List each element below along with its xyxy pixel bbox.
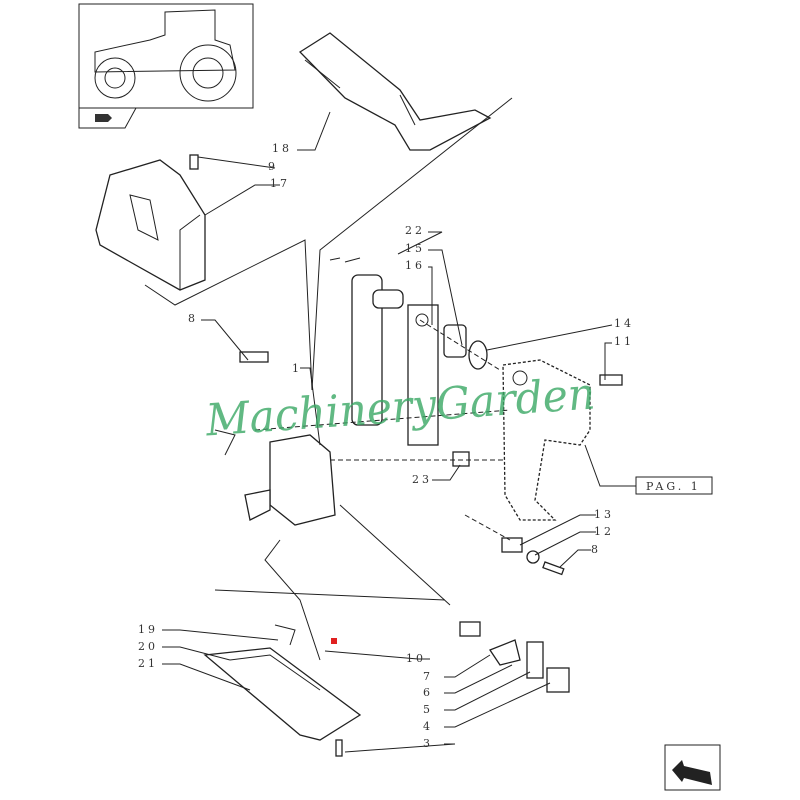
callout-3: 3 xyxy=(423,737,433,750)
callout-5: 5 xyxy=(423,703,433,716)
callout-10: 10 xyxy=(406,652,426,665)
part-bracket xyxy=(502,359,623,521)
callout-20: 20 xyxy=(138,640,158,653)
part-cable xyxy=(264,539,321,661)
part-handle xyxy=(329,257,488,467)
callout-13: 13 xyxy=(594,508,614,521)
page-arrow-icon xyxy=(95,114,112,122)
callout-19: 19 xyxy=(138,623,158,636)
red-marker xyxy=(331,638,337,644)
part-pedal xyxy=(203,624,362,757)
callout-15: 15 xyxy=(405,242,425,255)
callout-14: 14 xyxy=(614,317,634,330)
callout-17: 17 xyxy=(270,177,290,190)
page-back-arrow-icon xyxy=(672,760,712,785)
part-floor-mat xyxy=(298,32,492,151)
tractor-thumbnail[interactable] xyxy=(78,3,254,129)
callout-23: 23 xyxy=(412,473,432,486)
part-lock xyxy=(214,351,336,526)
page-reference-label: PAG. 1 xyxy=(646,480,701,493)
callout-8b: 8 xyxy=(591,543,601,556)
callout-11: 11 xyxy=(614,335,634,348)
callout-8: 8 xyxy=(188,312,198,325)
callout-1: 1 xyxy=(292,362,302,375)
callout-22: 22 xyxy=(405,224,425,237)
part-fasteners xyxy=(459,537,570,693)
part-cover xyxy=(95,154,206,291)
back-navigation-button[interactable] xyxy=(664,744,721,791)
callout-18: 18 xyxy=(272,142,292,155)
callout-12: 12 xyxy=(594,525,614,538)
callout-9: 9 xyxy=(268,160,278,173)
callout-16: 16 xyxy=(405,259,425,272)
callout-4: 4 xyxy=(423,720,433,733)
callout-6: 6 xyxy=(423,686,433,699)
page-reference-link[interactable]: PAG. 1 xyxy=(635,476,713,495)
callout-21: 21 xyxy=(138,657,158,670)
callout-7: 7 xyxy=(423,670,433,683)
